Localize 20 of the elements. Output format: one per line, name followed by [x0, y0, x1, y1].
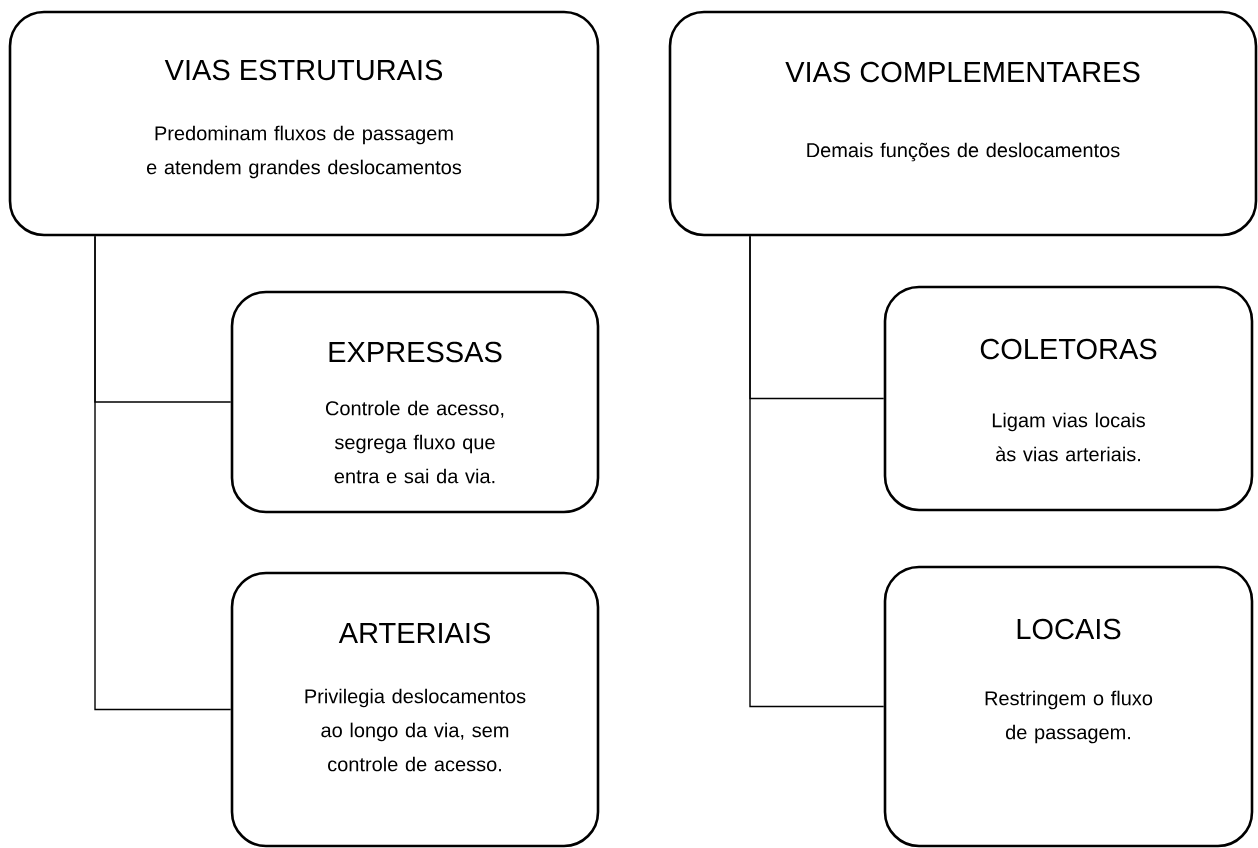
heading: ARTERIAIS — [338, 622, 490, 644]
rounded-box — [230, 571, 600, 848]
description: Predominam fluxos de passagem e atendem grandes deslocamentos — [147, 125, 462, 179]
heading: VIAS COMPLEMENTARES — [785, 61, 1140, 83]
rounded-box — [8, 10, 600, 237]
rounded-box — [230, 290, 600, 514]
heading: VIAS ESTRUTURAIS — [164, 59, 443, 81]
rounded-box — [883, 565, 1254, 848]
rounded-box — [668, 10, 1258, 237]
heading: COLETORAS — [980, 338, 1157, 360]
description: Demais funções de deslocamentos — [807, 142, 1120, 162]
rounded-box — [883, 285, 1254, 512]
connector-line — [749, 235, 885, 708]
description: Ligam vias locais às vias arteriais. — [992, 412, 1145, 462]
heading: LOCAIS — [1017, 618, 1121, 640]
description: Controle de acesso, segrega fluxo que entra e sai da via. — [326, 400, 504, 484]
description: Privilegia deslocamentos ao longo da via, sem controle de acesso. — [305, 688, 526, 772]
connector-line — [94, 235, 232, 711]
description: Restringem o fluxo de passagem. — [985, 690, 1153, 744]
heading: EXPRESSAS — [329, 341, 502, 363]
